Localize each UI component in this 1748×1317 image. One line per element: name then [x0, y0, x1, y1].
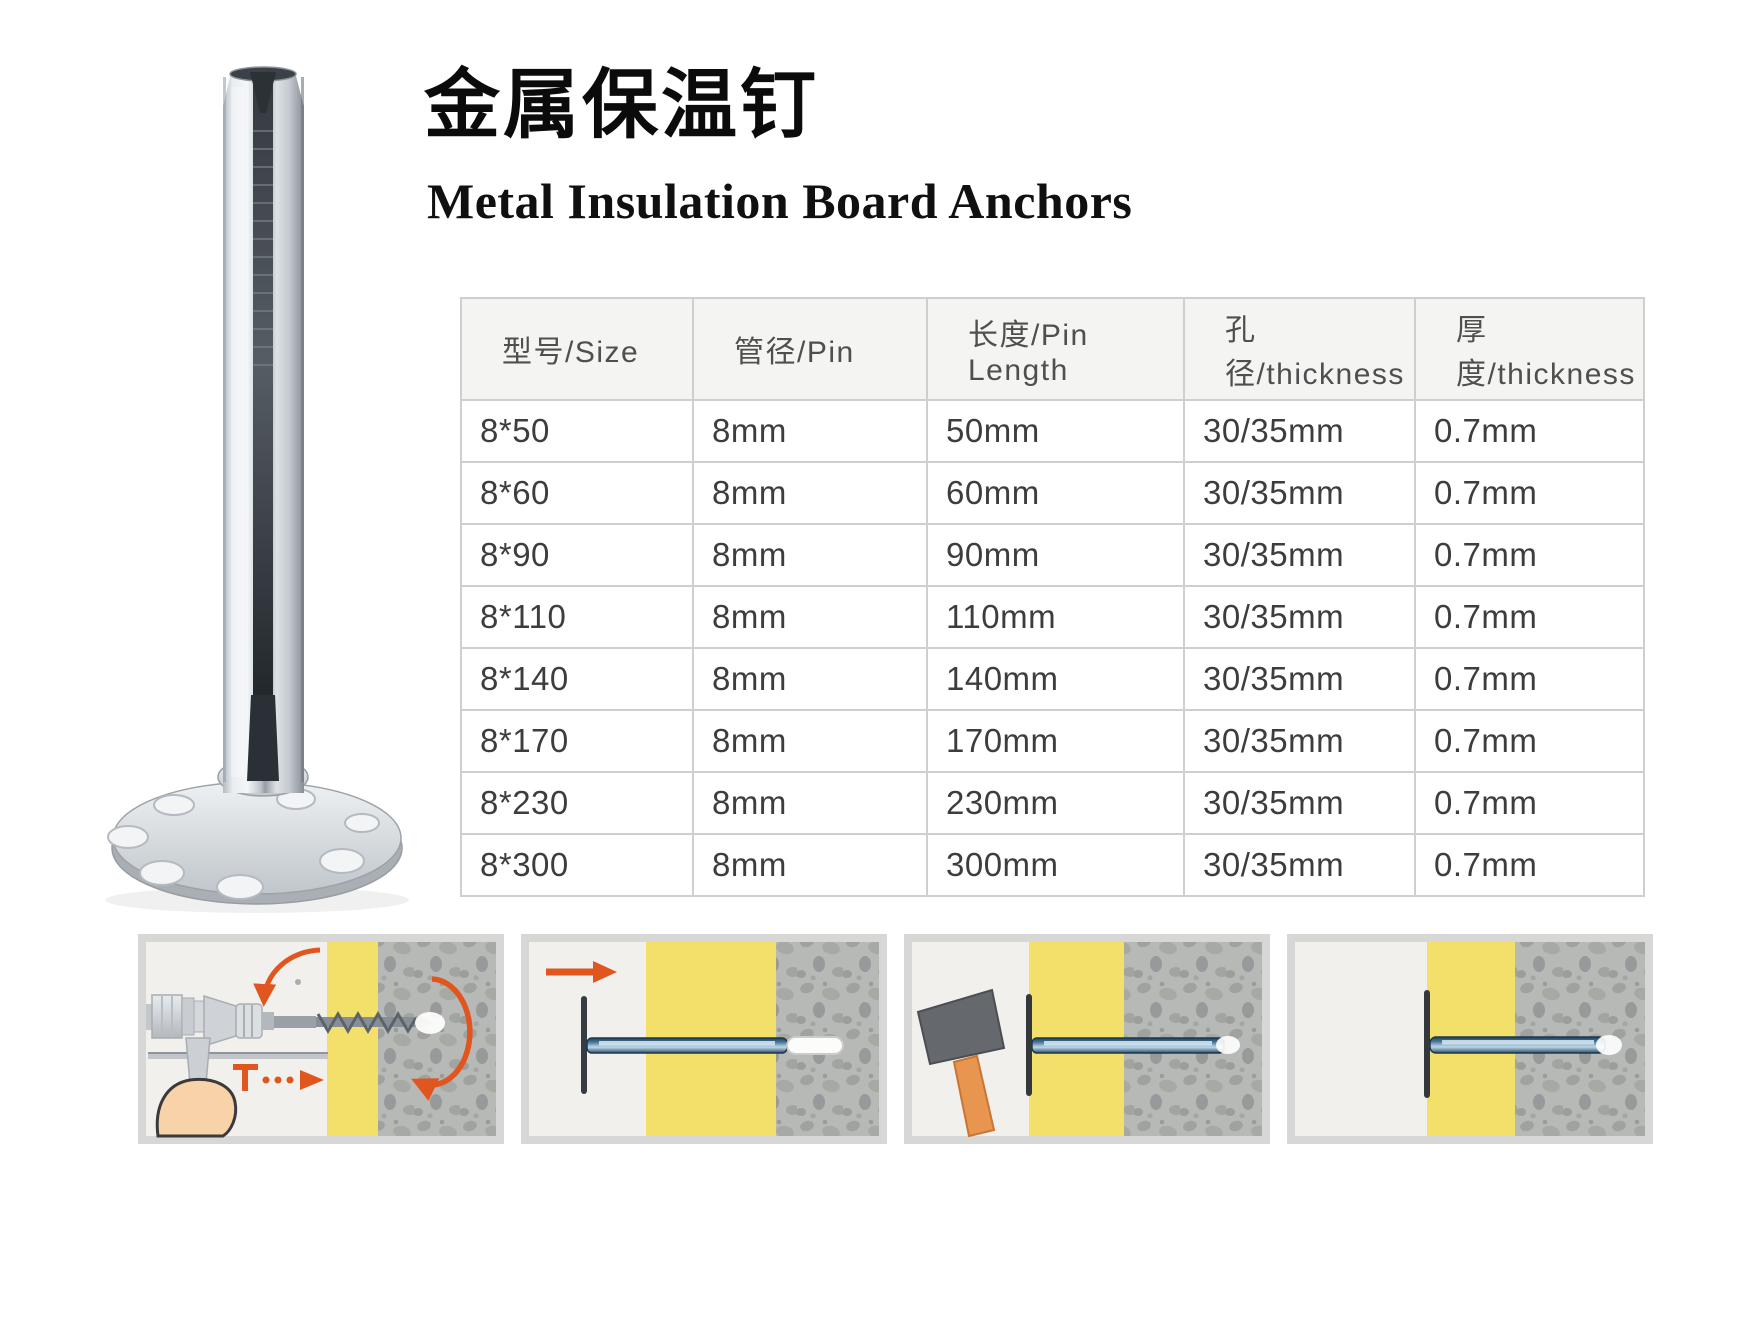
spec-table-container: 型号/Size 管径/Pin 长度/Pin Length 孔径/thicknes…	[460, 297, 1645, 897]
spec-cell: 90mm	[926, 523, 1185, 587]
spec-cell: 8mm	[692, 647, 928, 711]
slot-ridges	[253, 130, 273, 366]
hammer-icon	[916, 988, 1006, 1138]
anchor-pin	[1429, 1036, 1606, 1054]
spec-cell: 0.7mm	[1414, 709, 1645, 773]
spec-cell: 300mm	[926, 833, 1185, 897]
page-title-en: Metal Insulation Board Anchors	[427, 173, 1133, 229]
pin-tip-glow	[1596, 1035, 1622, 1055]
spec-cell: 30/35mm	[1183, 399, 1416, 463]
dust-speck	[295, 979, 301, 985]
spec-cell: 8*140	[460, 647, 694, 711]
spec-cell: 30/35mm	[1183, 647, 1416, 711]
spec-cell: 8mm	[692, 585, 928, 649]
spec-cell: 140mm	[926, 647, 1185, 711]
spec-table: 型号/Size 管径/Pin 长度/Pin Length 孔径/thicknes…	[460, 297, 1645, 897]
spec-cell: 170mm	[926, 709, 1185, 773]
step-installed-illustration	[1287, 934, 1653, 1144]
col-header-pin-length: 长度/Pin Length	[926, 297, 1185, 401]
spec-cell: 8mm	[692, 399, 928, 463]
spec-cell: 8mm	[692, 771, 928, 835]
spec-cell: 8*90	[460, 523, 694, 587]
spec-cell: 0.7mm	[1414, 833, 1645, 897]
tube-slot	[253, 85, 273, 699]
spec-cell: 30/35mm	[1183, 585, 1416, 649]
anchor-disc-edge	[1424, 990, 1430, 1098]
disc-holes	[107, 788, 380, 900]
spec-cell: 0.7mm	[1414, 461, 1645, 525]
insert-arrow-icon	[546, 961, 617, 983]
col-header-thickness: 厚度/thickness	[1414, 297, 1645, 401]
spec-cell: 30/35mm	[1183, 771, 1416, 835]
slot-base	[247, 695, 279, 781]
spec-cell: 50mm	[926, 399, 1185, 463]
spec-cell: 0.7mm	[1414, 523, 1645, 587]
spec-cell: 30/35mm	[1183, 461, 1416, 525]
metal-anchor-product-photo	[105, 66, 409, 913]
spec-cell: 8mm	[692, 461, 928, 525]
step-insert-anchor-illustration	[521, 934, 887, 1144]
drill-glow	[415, 1012, 445, 1034]
spec-cell: 8*300	[460, 833, 694, 897]
insulation-layer	[327, 942, 378, 1136]
drill-handle	[185, 1037, 211, 1085]
step-hammer-pin-illustration	[904, 934, 1270, 1144]
col-header-size: 型号/Size	[460, 297, 694, 401]
concrete-wall	[378, 942, 496, 1136]
drill-icon	[146, 994, 432, 1085]
spec-cell: 8*170	[460, 709, 694, 773]
drill-rotation-circle-icon	[411, 976, 473, 1102]
spec-cell: 8mm	[692, 523, 928, 587]
spec-cell: 8*110	[460, 585, 694, 649]
spec-cell: 110mm	[926, 585, 1185, 649]
spec-cell: 8*50	[460, 399, 694, 463]
drilled-hole-remainder	[786, 1036, 844, 1055]
spec-cell: 0.7mm	[1414, 399, 1645, 463]
spec-cell: 0.7mm	[1414, 647, 1645, 711]
page-title-cn: 金属保温钉	[424, 63, 819, 148]
spec-cell: 8mm	[692, 833, 928, 897]
anchor-disc-edge	[581, 996, 587, 1094]
anchor-pin	[1031, 1037, 1225, 1054]
spec-cell: 0.7mm	[1414, 585, 1645, 649]
spec-cell: 8*60	[460, 461, 694, 525]
pin-tip-glow	[1216, 1036, 1240, 1054]
anchor-disc-edge	[1026, 994, 1032, 1096]
spec-cell: 8*230	[460, 771, 694, 835]
col-header-hole: 孔径/thickness	[1183, 297, 1416, 401]
anchor-tube	[223, 66, 304, 793]
spec-cell: 8mm	[692, 709, 928, 773]
step-drill-hole-illustration	[138, 934, 504, 1144]
col-header-pin: 管径/Pin	[692, 297, 928, 401]
spec-cell: 60mm	[926, 461, 1185, 525]
spec-cell: 30/35mm	[1183, 709, 1416, 773]
push-arrow-icon	[233, 1064, 324, 1091]
spec-cell: 0.7mm	[1414, 771, 1645, 835]
spec-table-header: 型号/Size 管径/Pin 长度/Pin Length 孔径/thicknes…	[460, 297, 1645, 401]
anchor-pin	[586, 1037, 788, 1054]
spec-cell: 30/35mm	[1183, 833, 1416, 897]
hand-icon	[155, 1077, 238, 1138]
tube-split	[250, 72, 276, 113]
spec-cell: 230mm	[926, 771, 1185, 835]
spec-cell: 30/35mm	[1183, 523, 1416, 587]
rotation-arc-icon	[253, 947, 321, 1007]
guide-rail	[148, 1052, 328, 1059]
